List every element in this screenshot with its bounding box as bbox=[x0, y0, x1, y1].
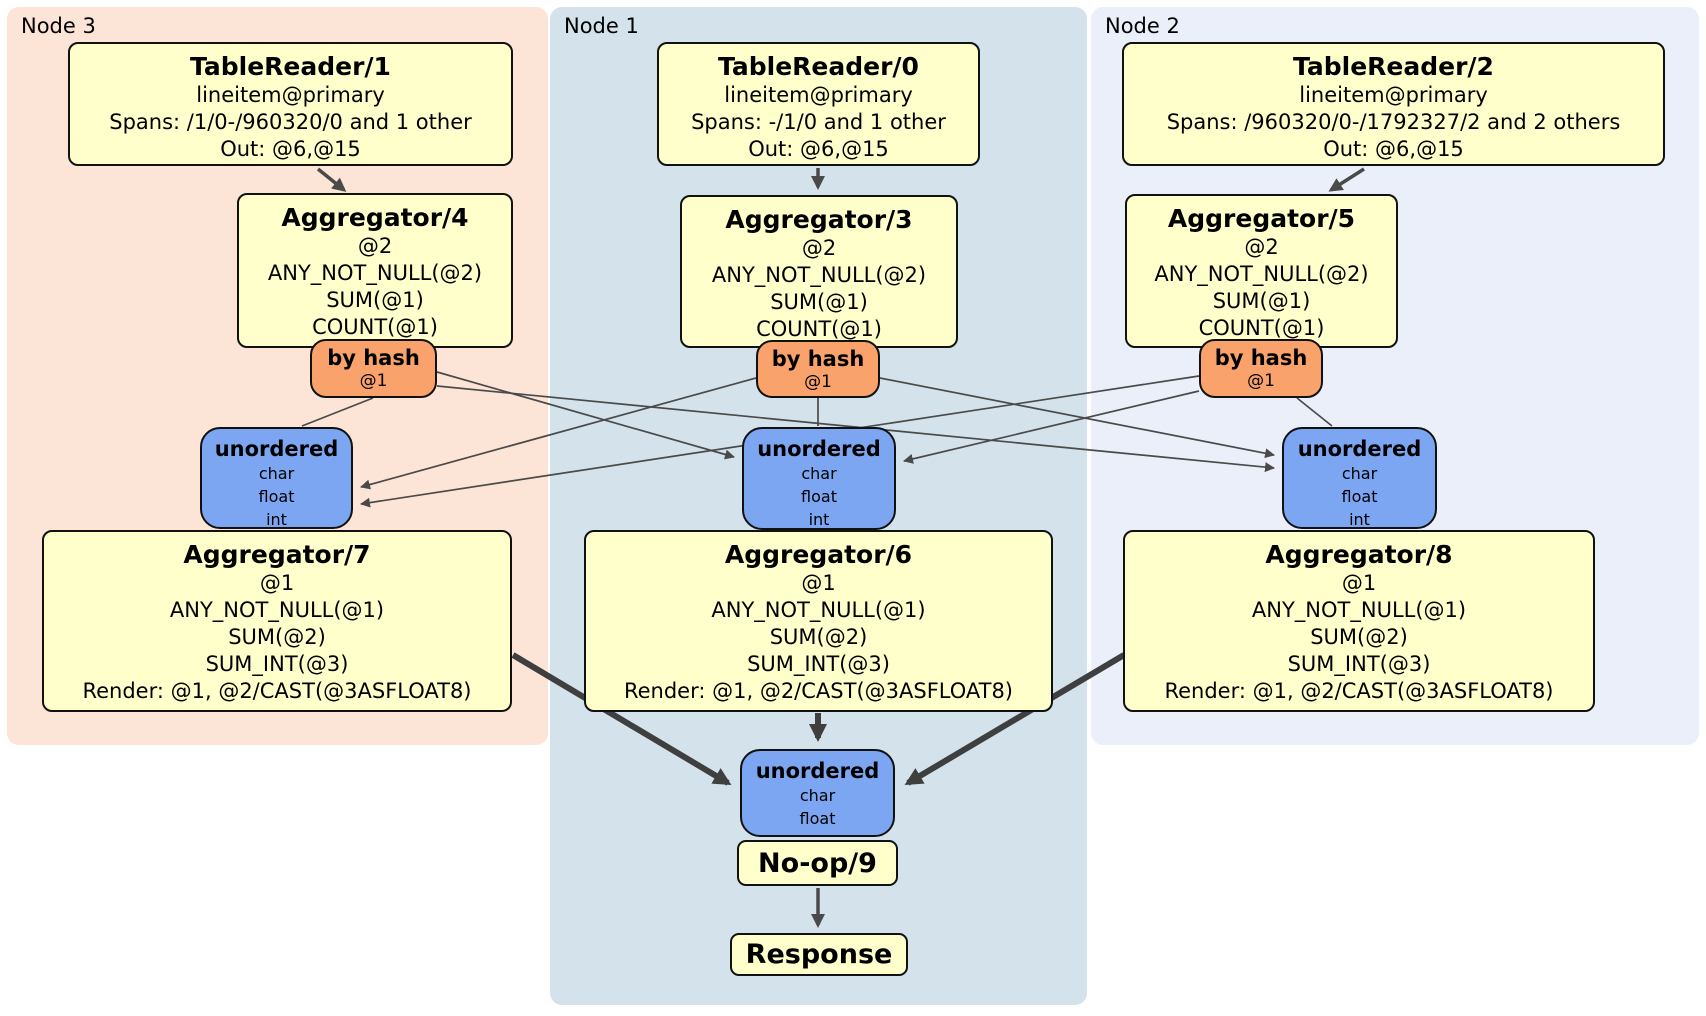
tablereader-1-index: lineitem@primary bbox=[196, 83, 385, 107]
aggregator-6-fn2: SUM(@2) bbox=[769, 625, 868, 649]
aggregator-5-fn2: SUM(@1) bbox=[1212, 289, 1311, 313]
tablereader-0-title: TableReader/0 bbox=[718, 52, 919, 81]
tablereader-2-box: TableReader/2 lineitem@primary Spans: /9… bbox=[1122, 42, 1665, 166]
node3-label: Node 3 bbox=[21, 14, 96, 38]
sync-type-char: char bbox=[801, 464, 837, 483]
hash-router-node1-title: by hash bbox=[771, 347, 865, 371]
unordered-sync-final: unordered char float bbox=[740, 749, 895, 837]
aggregator-5-fn1: ANY_NOT_NULL(@2) bbox=[1154, 262, 1369, 286]
noop-9-box: No-op/9 bbox=[737, 840, 898, 886]
tablereader-1-spans: Spans: /1/0-/960320/0 and 1 other bbox=[109, 110, 472, 134]
aggregator-5-title: Aggregator/5 bbox=[1167, 204, 1356, 233]
aggregator-8-fn3: SUM_INT(@3) bbox=[1287, 652, 1431, 676]
aggregator-4-title: Aggregator/4 bbox=[281, 203, 469, 232]
unordered-sync-node2: unordered char float int bbox=[1282, 427, 1437, 529]
aggregator-3-fn1: ANY_NOT_NULL(@2) bbox=[711, 263, 927, 287]
aggregator-4-fn2: SUM(@1) bbox=[326, 288, 424, 312]
unordered-sync-node1-title: unordered bbox=[757, 437, 881, 461]
aggregator-4-groupby: @2 bbox=[357, 234, 393, 258]
node2-label: Node 2 bbox=[1105, 14, 1180, 38]
aggregator-4-fn1: ANY_NOT_NULL(@2) bbox=[267, 261, 483, 285]
sync-type-char: char bbox=[258, 464, 295, 483]
tablereader-2-out: Out: @6,@15 bbox=[1323, 137, 1464, 161]
tablereader-2-index: lineitem@primary bbox=[1299, 83, 1488, 107]
aggregator-3-groupby: @2 bbox=[801, 236, 837, 260]
sync-type-int: int bbox=[1349, 510, 1370, 529]
aggregator-6-fn1: ANY_NOT_NULL(@1) bbox=[711, 598, 926, 622]
unordered-sync-node1: unordered char float int bbox=[742, 427, 896, 530]
aggregator-8-render: Render: @1, @2/CAST(@3ASFLOAT8) bbox=[1164, 679, 1554, 703]
aggregator-8-box: Aggregator/8 @1 ANY_NOT_NULL(@1) SUM(@2)… bbox=[1123, 530, 1595, 712]
sync-type-float: float bbox=[258, 487, 295, 506]
tablereader-0-index: lineitem@primary bbox=[724, 83, 913, 107]
aggregator-3-fn3: COUNT(@1) bbox=[756, 317, 882, 341]
tablereader-2-spans: Spans: /960320/0-/1792327/2 and 2 others bbox=[1166, 110, 1621, 134]
unordered-sync-final-title: unordered bbox=[755, 759, 880, 783]
sync-type-char: char bbox=[799, 786, 836, 805]
hash-router-node2-cols: @1 bbox=[1247, 371, 1275, 391]
hash-router-node2: by hash @1 bbox=[1199, 339, 1323, 398]
aggregator-6-groupby: @1 bbox=[801, 571, 836, 595]
aggregator-5-box: Aggregator/5 @2 ANY_NOT_NULL(@2) SUM(@1)… bbox=[1125, 194, 1398, 348]
hash-router-node1: by hash @1 bbox=[756, 340, 880, 398]
node1-label: Node 1 bbox=[564, 14, 639, 38]
sync-type-int: int bbox=[266, 510, 287, 529]
aggregator-6-title: Aggregator/6 bbox=[724, 540, 913, 569]
aggregator-8-fn1: ANY_NOT_NULL(@1) bbox=[1251, 598, 1467, 622]
aggregator-8-fn2: SUM(@2) bbox=[1310, 625, 1408, 649]
tablereader-0-box: TableReader/0 lineitem@primary Spans: -/… bbox=[657, 42, 980, 166]
aggregator-4-fn3: COUNT(@1) bbox=[312, 315, 438, 339]
sync-type-float: float bbox=[799, 809, 836, 828]
aggregator-7-fn2: SUM(@2) bbox=[228, 625, 326, 649]
sync-type-int: int bbox=[808, 510, 830, 529]
tablereader-0-spans: Spans: -/1/0 and 1 other bbox=[691, 110, 946, 134]
sync-type-float: float bbox=[1341, 487, 1378, 506]
aggregator-5-groupby: @2 bbox=[1244, 235, 1279, 259]
hash-router-node3-cols: @1 bbox=[359, 371, 388, 391]
aggregator-7-render: Render: @1, @2/CAST(@3ASFLOAT8) bbox=[82, 679, 472, 703]
hash-router-node3: by hash @1 bbox=[310, 339, 437, 398]
aggregator-7-box: Aggregator/7 @1 ANY_NOT_NULL(@1) SUM(@2)… bbox=[42, 530, 512, 712]
aggregator-7-fn1: ANY_NOT_NULL(@1) bbox=[169, 598, 385, 622]
unordered-sync-node3: unordered char float int bbox=[200, 427, 353, 529]
hash-router-node1-cols: @1 bbox=[804, 372, 832, 392]
aggregator-3-title: Aggregator/3 bbox=[725, 205, 913, 234]
tablereader-1-out: Out: @6,@15 bbox=[220, 137, 361, 161]
tablereader-2-title: TableReader/2 bbox=[1293, 52, 1494, 81]
aggregator-7-title: Aggregator/7 bbox=[183, 540, 371, 569]
aggregator-5-fn3: COUNT(@1) bbox=[1198, 316, 1325, 340]
unordered-sync-node3-title: unordered bbox=[214, 437, 339, 461]
hash-router-node2-title: by hash bbox=[1214, 346, 1308, 370]
hash-router-node3-title: by hash bbox=[327, 346, 420, 370]
aggregator-7-groupby: @1 bbox=[259, 571, 295, 595]
tablereader-1-box: TableReader/1 lineitem@primary Spans: /1… bbox=[68, 42, 513, 166]
aggregator-6-box: Aggregator/6 @1 ANY_NOT_NULL(@1) SUM(@2)… bbox=[584, 530, 1053, 712]
aggregator-8-groupby: @1 bbox=[1341, 571, 1377, 595]
tablereader-0-out: Out: @6,@15 bbox=[748, 137, 889, 161]
noop-9-title: No-op/9 bbox=[758, 847, 877, 879]
tablereader-1-title: TableReader/1 bbox=[190, 52, 391, 81]
aggregator-6-render: Render: @1, @2/CAST(@3ASFLOAT8) bbox=[623, 679, 1014, 703]
aggregator-8-title: Aggregator/8 bbox=[1265, 540, 1453, 569]
aggregator-3-fn2: SUM(@1) bbox=[770, 290, 868, 314]
aggregator-7-fn3: SUM_INT(@3) bbox=[205, 652, 349, 676]
sync-type-char: char bbox=[1341, 464, 1378, 483]
sync-type-float: float bbox=[801, 487, 837, 506]
aggregator-3-box: Aggregator/3 @2 ANY_NOT_NULL(@2) SUM(@1)… bbox=[680, 195, 958, 348]
response-title: Response bbox=[745, 939, 893, 970]
aggregator-6-fn3: SUM_INT(@3) bbox=[747, 652, 890, 676]
aggregator-4-box: Aggregator/4 @2 ANY_NOT_NULL(@2) SUM(@1)… bbox=[237, 193, 513, 348]
response-box: Response bbox=[730, 933, 908, 976]
unordered-sync-node2-title: unordered bbox=[1297, 437, 1422, 461]
